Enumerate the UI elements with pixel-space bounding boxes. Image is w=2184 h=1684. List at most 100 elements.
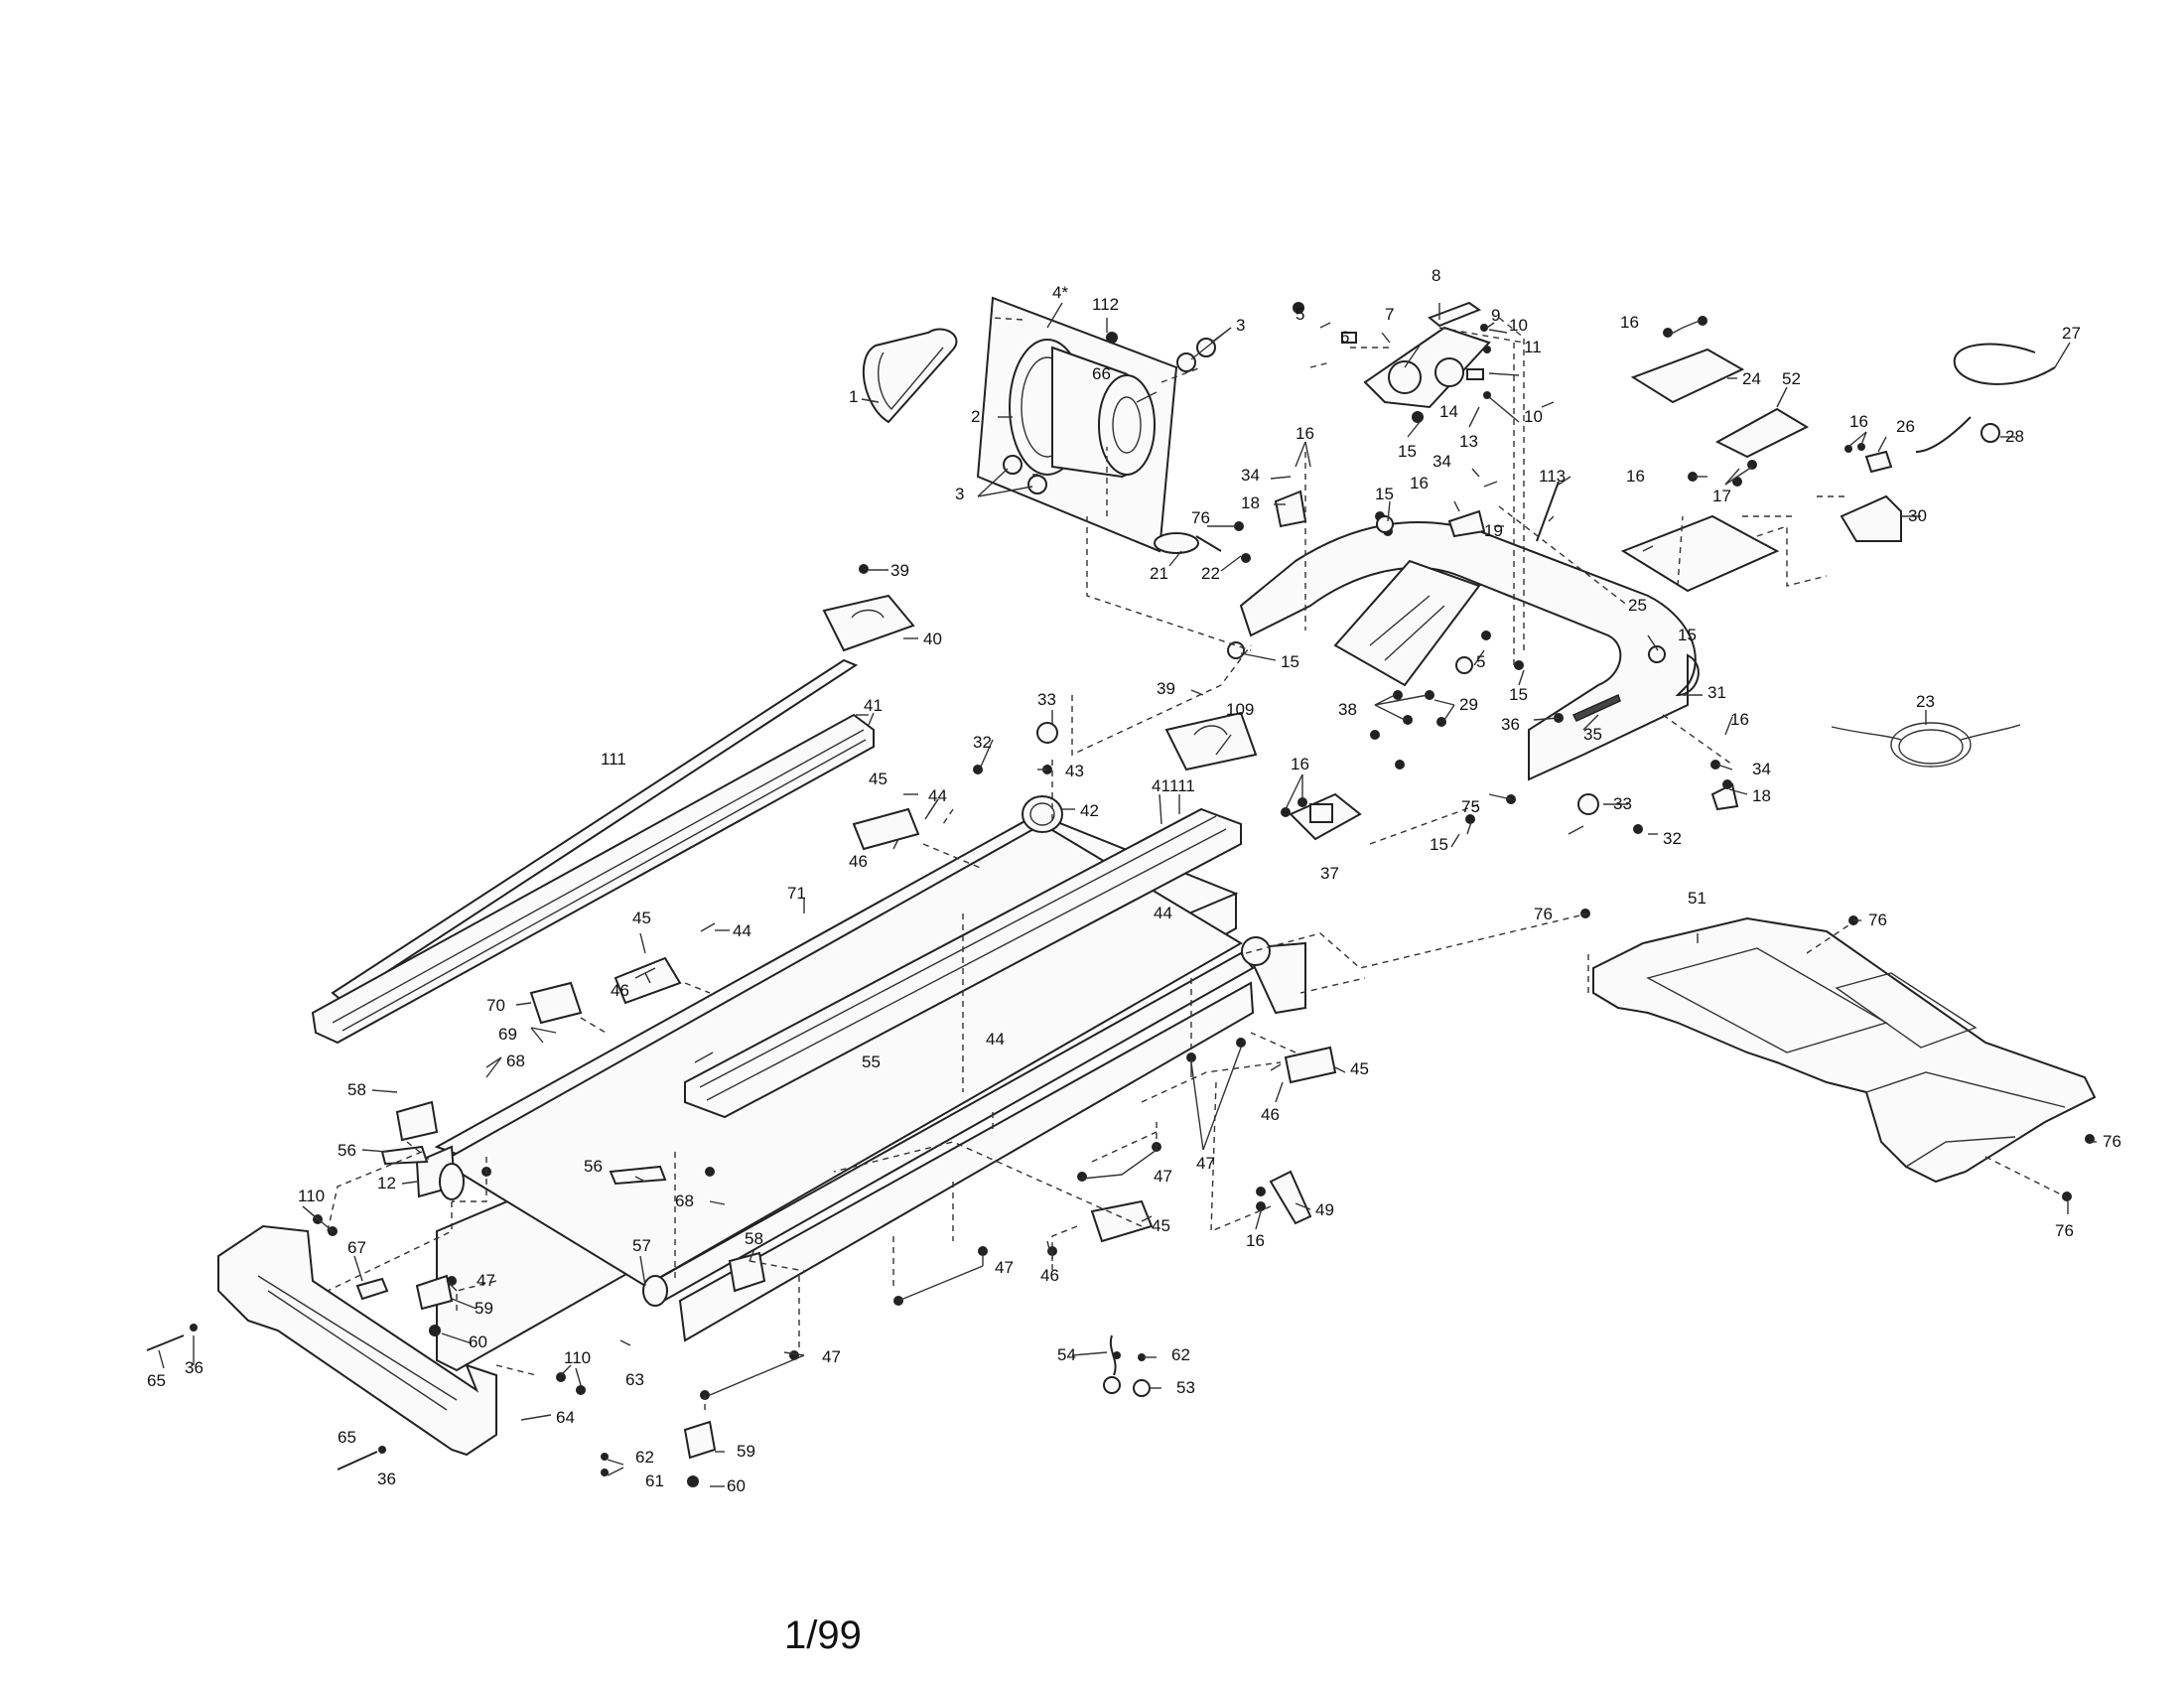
part-label-68: 68 — [675, 1192, 694, 1210]
part-label-23: 23 — [1916, 692, 1935, 711]
part-label-37: 37 — [1320, 864, 1339, 883]
part-label-9: 9 — [1491, 306, 1500, 325]
side-rail-part-111-left — [331, 658, 859, 1003]
part-label-43: 43 — [1065, 762, 1084, 780]
part-label-16: 16 — [1291, 755, 1309, 773]
end-cap-part-58-left — [395, 1100, 439, 1142]
part-label-16: 16 — [1626, 467, 1645, 486]
part-label-31: 31 — [1707, 683, 1726, 702]
part-label-46: 46 — [1040, 1266, 1059, 1285]
part-label-12: 12 — [377, 1174, 396, 1193]
part-label-63: 63 — [625, 1370, 644, 1389]
part-label-15: 15 — [1375, 485, 1394, 503]
page-number: 1/99 — [784, 1614, 862, 1657]
part-label-112: 112 — [1092, 295, 1119, 314]
part-label-19: 19 — [1484, 521, 1503, 540]
rear-roller-part-42 — [1022, 795, 1063, 833]
part-label-68: 68 — [506, 1052, 525, 1070]
part-label-5: 5 — [1476, 652, 1485, 671]
part-label-46: 46 — [1261, 1105, 1280, 1124]
part-label-65: 65 — [147, 1371, 166, 1390]
part-label-110: 110 — [564, 1348, 591, 1367]
walking-deck-assembly — [380, 711, 1337, 1400]
assembly-leader-lines — [327, 317, 2066, 1410]
part-label-45: 45 — [1350, 1059, 1369, 1078]
part-label-29: 29 — [1459, 695, 1478, 714]
part-label-26: 26 — [1896, 417, 1915, 436]
part-label-39: 39 — [890, 561, 909, 580]
part-label-64: 64 — [556, 1408, 575, 1427]
part-label-33: 33 — [1037, 690, 1056, 709]
part-label-47: 47 — [477, 1271, 495, 1290]
part-label-15: 15 — [1398, 442, 1417, 461]
guide-part-56-center — [609, 1165, 667, 1186]
part-label-66: 66 — [1092, 364, 1111, 383]
part-label-18: 18 — [1241, 493, 1260, 512]
part-label-32: 32 — [973, 733, 992, 752]
clip-part-8 — [1428, 301, 1482, 328]
bracket-part-21 — [1154, 532, 1199, 554]
cap-part-45-b — [614, 956, 682, 1005]
part-label-16: 16 — [1620, 313, 1639, 332]
power-cord-part-27 — [1915, 343, 2056, 453]
cap-part-45-c — [1284, 1046, 1337, 1084]
part-label-59: 59 — [475, 1299, 493, 1318]
part-label-75: 75 — [1461, 797, 1480, 816]
part-label-22: 22 — [1201, 564, 1220, 583]
left-side-rails — [311, 564, 915, 1045]
circuit-board-part-52 — [1714, 407, 1810, 459]
part-label-36: 36 — [377, 1470, 396, 1488]
motor-control-bracket-part-7 — [1363, 326, 1491, 409]
part-label-17: 17 — [1712, 487, 1731, 505]
drive-belt-part-1 — [862, 328, 958, 424]
part-label-28: 28 — [2005, 427, 2024, 446]
label-leaders — [158, 302, 2097, 1487]
part-label-47: 47 — [1196, 1154, 1215, 1173]
part-label-36: 36 — [1501, 715, 1520, 734]
rail-end-cap-part-109 — [1164, 711, 1258, 772]
part-label-2: 2 — [971, 407, 980, 426]
part-label-18: 18 — [1752, 786, 1771, 805]
part-label-56: 56 — [584, 1157, 603, 1176]
bracket-part-70 — [529, 981, 583, 1025]
base-plate-part-25 — [1620, 514, 1780, 593]
part-label-1: 1 — [849, 387, 858, 406]
part-number-labels: 1 2 3 3 4* 66 112 21 22 76 5 6 7 8 9 10 … — [147, 266, 2121, 1495]
part-label-25: 25 — [1628, 596, 1647, 615]
part-label-56: 56 — [338, 1141, 356, 1160]
part-label-15: 15 — [1281, 652, 1299, 671]
part-label-21: 21 — [1150, 564, 1168, 583]
part-label-76: 76 — [2055, 1221, 2074, 1240]
part-label-54: 54 — [1057, 1345, 1076, 1364]
guide-part-56-left — [380, 1145, 429, 1166]
wire-harness-part-23 — [1890, 722, 1972, 768]
part-label-57: 57 — [632, 1236, 651, 1255]
part-label-32: 32 — [1663, 829, 1682, 848]
part-label-41: 41 — [1152, 776, 1170, 795]
part-label-62: 62 — [635, 1448, 654, 1467]
part-label-7: 7 — [1385, 305, 1394, 324]
part-label-111: 111 — [601, 750, 626, 769]
foot-pad-part-59-a — [415, 1274, 454, 1311]
part-label-110: 110 — [298, 1187, 325, 1205]
rail-end-cap-part-40 — [822, 594, 915, 652]
part-label-111: 111 — [1169, 776, 1195, 795]
part-label-45: 45 — [869, 770, 887, 788]
part-label-33: 33 — [1613, 794, 1632, 813]
part-label-16: 16 — [1410, 474, 1429, 492]
part-label-49: 49 — [1315, 1200, 1334, 1219]
part-label-13: 13 — [1459, 432, 1478, 451]
bracket-part-18 — [1274, 490, 1307, 528]
part-label-3: 3 — [955, 485, 964, 503]
grip-part-67 — [355, 1277, 389, 1301]
part-label-27: 27 — [2062, 324, 2081, 343]
part-label-38: 38 — [1338, 700, 1357, 719]
part-label-42: 42 — [1080, 801, 1099, 820]
part-label-44: 44 — [986, 1030, 1005, 1049]
crossbar-part-35 — [1571, 693, 1621, 722]
part-label-34: 34 — [1752, 760, 1771, 778]
part-label-109: 109 — [1226, 700, 1254, 719]
part-label-16: 16 — [1296, 424, 1314, 443]
part-label-62: 62 — [1171, 1345, 1190, 1364]
part-label-39: 39 — [1157, 679, 1175, 698]
